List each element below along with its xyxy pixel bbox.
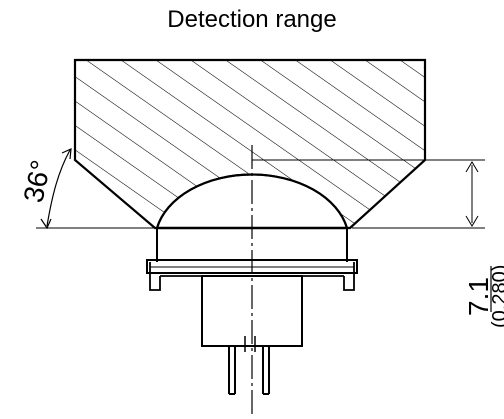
sensor-body	[146, 173, 358, 395]
dimension-mm-label: 7.1	[463, 277, 494, 316]
reference-lines	[36, 159, 485, 229]
angle-arc	[40, 148, 72, 230]
diagram-title: Detection range	[167, 6, 337, 33]
angle-label: 36°	[18, 157, 57, 205]
dimension-inch-label: (0.280)	[489, 265, 504, 328]
dimension-arrow	[465, 161, 479, 227]
detection-range-area	[73, 58, 427, 230]
